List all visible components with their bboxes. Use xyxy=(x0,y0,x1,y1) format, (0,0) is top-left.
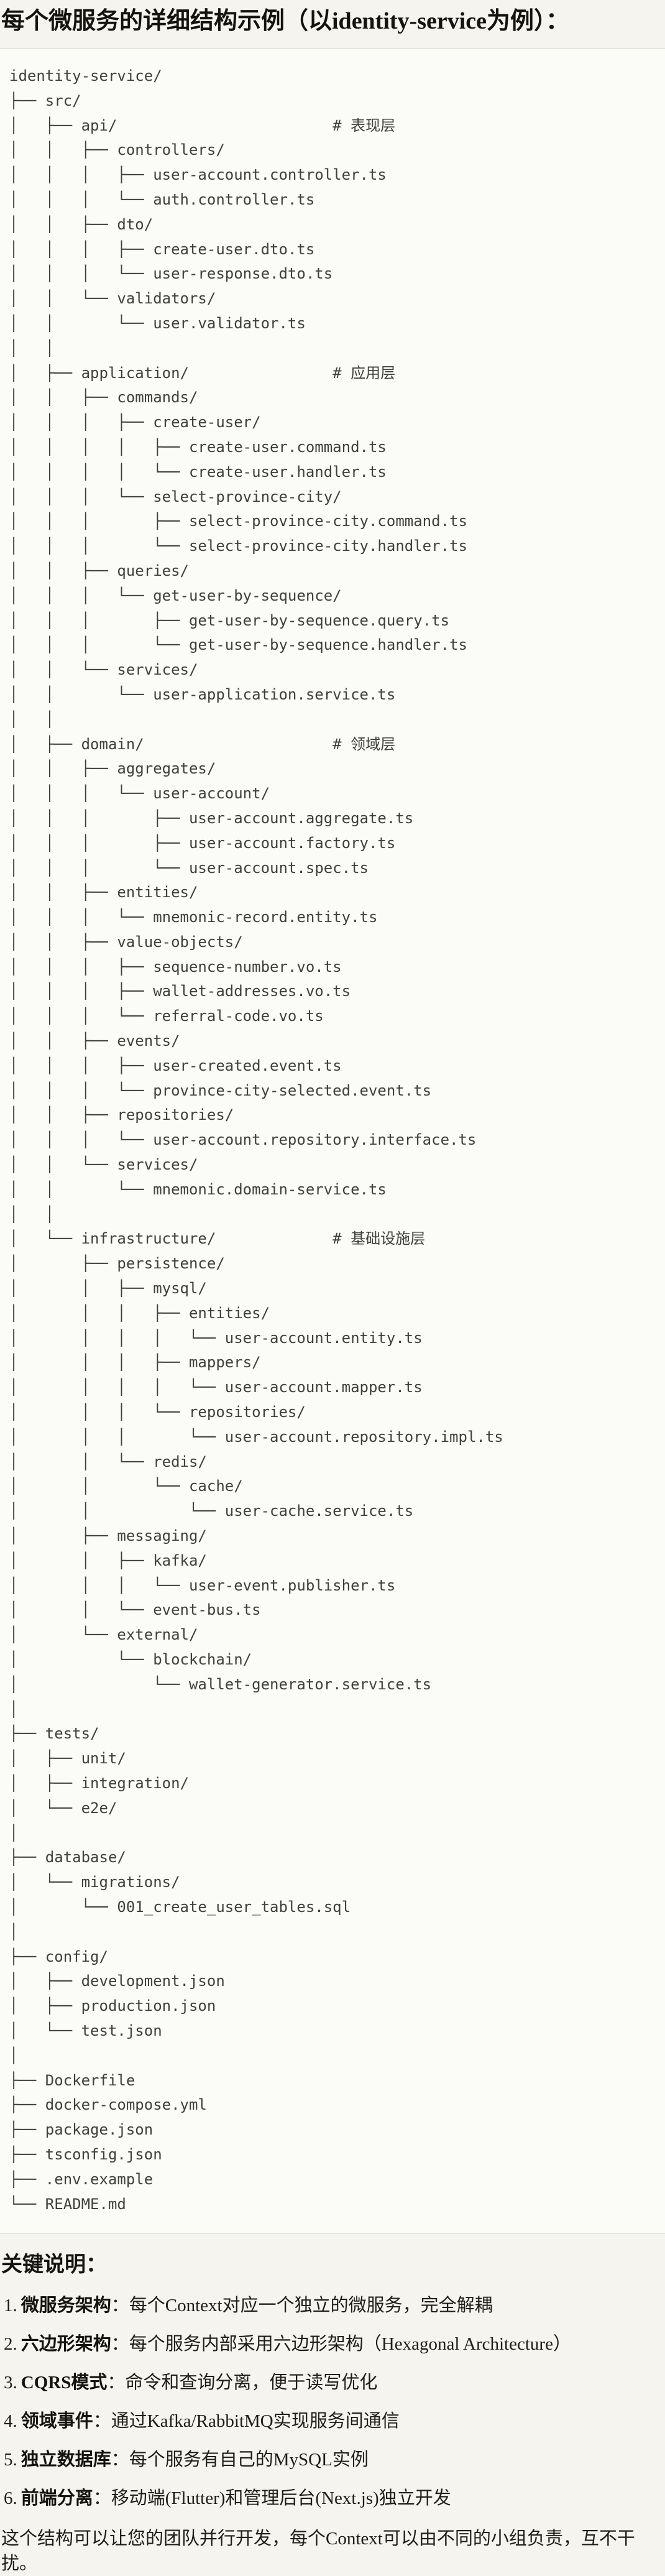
page-title: 每个微服务的详细结构示例（以identity-service为例）： xyxy=(1,8,570,34)
list-item-cqrs: 3.CQRS模式：命令和查询分离，便于读写优化 xyxy=(4,2370,659,2395)
closing-paragraph: 这个结构可以让您的团队并行开发，每个Context可以由不同的小组负责，互不干扰… xyxy=(1,2529,635,2574)
list-item-label: CQRS模式 xyxy=(21,2373,108,2393)
list-item-text: ：命令和查询分离，便于读写优化 xyxy=(107,2373,378,2393)
list-item-number: 4. xyxy=(4,2411,17,2432)
list-item-text: ：移动端(Flutter)和管理后台(Next.js)独立开发 xyxy=(93,2488,451,2509)
list-item-number: 2. xyxy=(4,2334,17,2355)
list-item-label: 六边形架构 xyxy=(21,2334,111,2355)
list-item-text: ：每个Context对应一个独立的微服务，完全解耦 xyxy=(111,2296,493,2316)
list-item-microservice-arch: 1.微服务架构：每个Context对应一个独立的微服务，完全解耦 xyxy=(4,2293,659,2318)
list-item-number: 1. xyxy=(4,2296,17,2316)
list-item-number: 5. xyxy=(4,2450,17,2470)
list-item-label: 独立数据库 xyxy=(21,2450,111,2470)
list-item-label: 前端分离 xyxy=(21,2488,93,2509)
notes-heading: 关键说明： xyxy=(1,2253,107,2277)
list-item-independent-db: 5.独立数据库：每个服务有自己的MySQL实例 xyxy=(4,2447,659,2472)
list-item-text: ：通过Kafka/RabbitMQ实现服务间通信 xyxy=(93,2411,400,2432)
list-item-text: ：每个服务内部采用六边形架构（Hexagonal Architecture） xyxy=(111,2334,571,2355)
list-item-number: 3. xyxy=(4,2373,17,2393)
list-item-label: 微服务架构 xyxy=(21,2296,111,2316)
list-item-number: 6. xyxy=(4,2488,17,2509)
list-item-frontend-split: 6.前端分离：移动端(Flutter)和管理后台(Next.js)独立开发 xyxy=(4,2486,659,2511)
list-item-label: 领域事件 xyxy=(21,2411,93,2432)
list-item-hexagonal-arch: 2.六边形架构：每个服务内部采用六边形架构（Hexagonal Architec… xyxy=(4,2332,659,2357)
directory-tree-code-block: identity-service/ ├── src/ │ ├── api/ # … xyxy=(0,48,665,2235)
list-item-text: ：每个服务有自己的MySQL实例 xyxy=(111,2450,369,2470)
notes-list: 1.微服务架构：每个Context对应一个独立的微服务，完全解耦 2.六边形架构… xyxy=(0,2293,665,2511)
list-item-domain-events: 4.领域事件：通过Kafka/RabbitMQ实现服务间通信 xyxy=(4,2409,659,2434)
